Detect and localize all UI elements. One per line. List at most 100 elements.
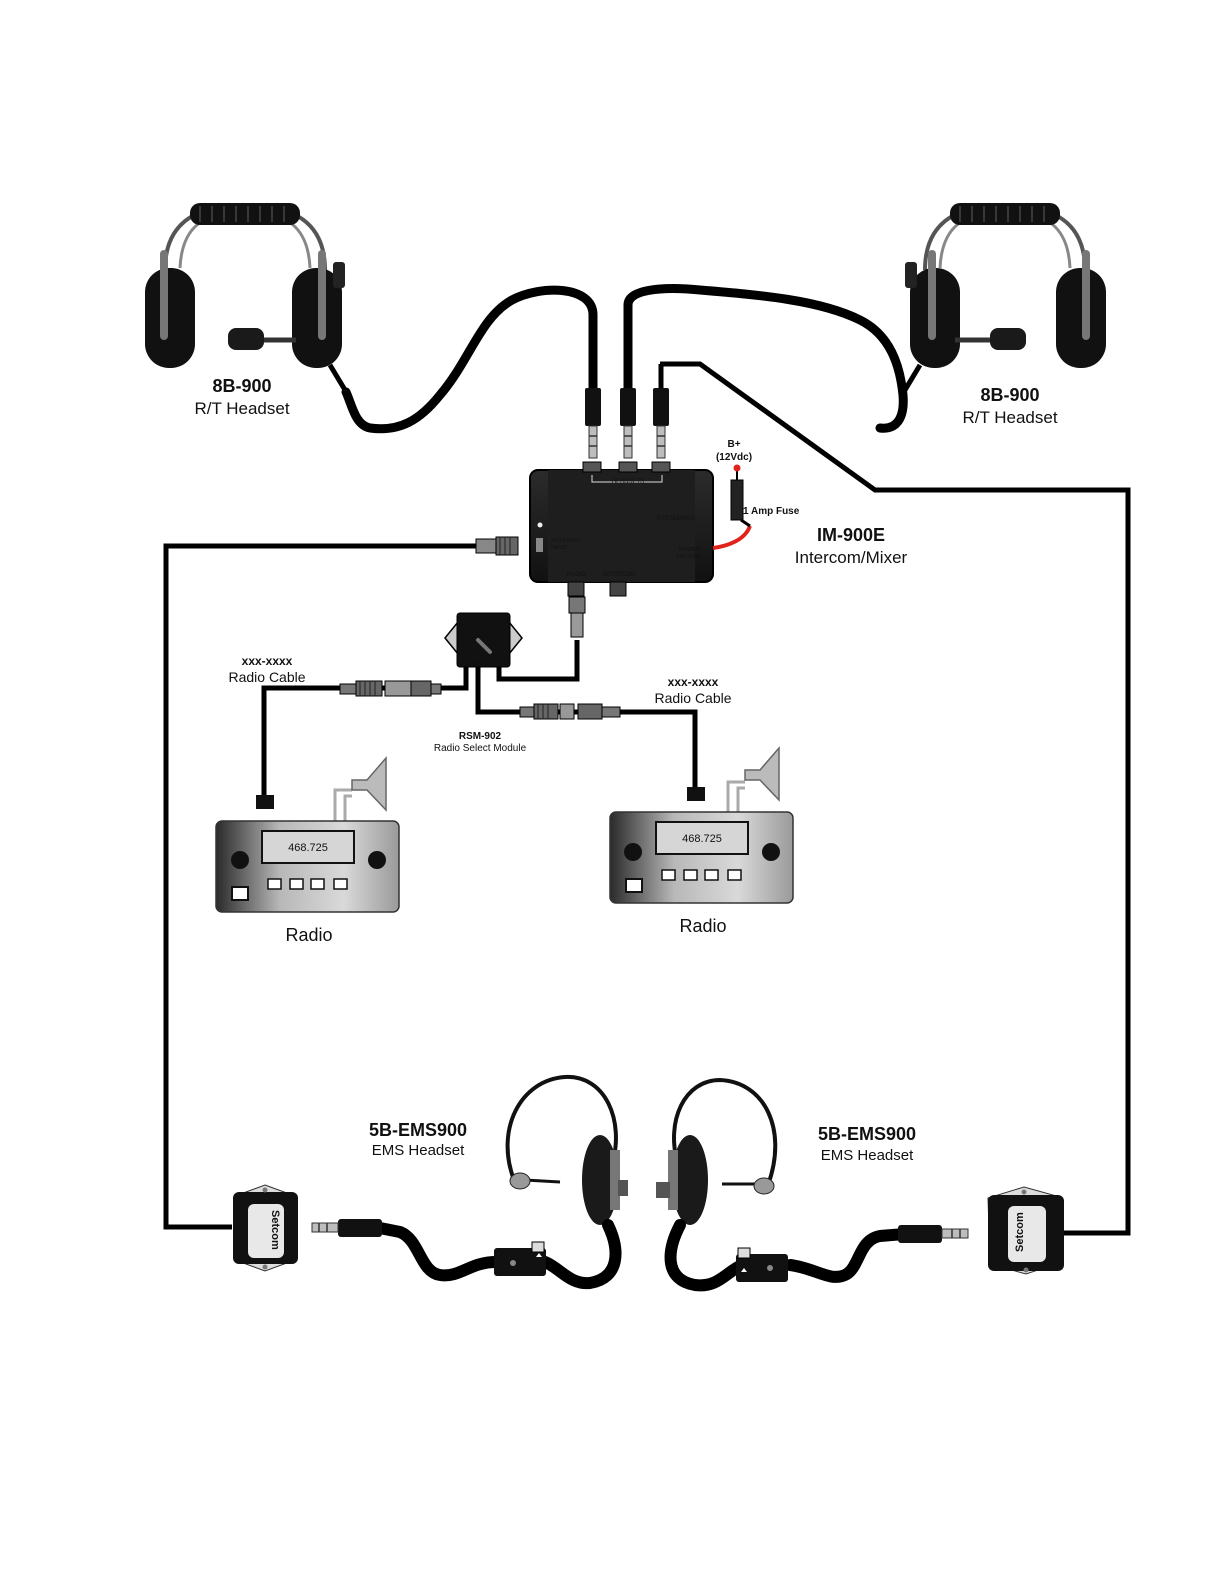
headset-port-3 [651,461,671,473]
bplus-label: B+ [727,439,740,450]
rsm-pos-c: C [495,625,503,637]
radio-right-knob-1 [624,843,642,861]
headset-plugs [341,284,908,459]
rt-headset-left-model: 8B-900 [212,376,271,396]
ems-headset-right-desc: EMS Headset [821,1147,914,1164]
rsm-selector-knob [476,638,492,654]
rt-headset-right-desc: R/T Headset [962,408,1057,427]
radio-cable-left-desc: Radio Cable [228,669,305,685]
rsm-pos-a: A [462,625,470,637]
aux-to-ems-left-wire [163,543,478,1230]
headset-port-1 [582,461,602,473]
panel-power-label-2: 12V, 0.5A [676,554,700,560]
radio-right: 468.725 [609,745,794,904]
radio-port-connector [568,596,586,614]
radio-cable-right-connectors [519,703,621,720]
ems-left-jackbox-brand: Setcom [269,1210,281,1250]
fuse-holder [730,479,744,521]
ems-right-jackbox-brand: Setcom [1014,1212,1026,1252]
aux-switch [536,538,543,552]
power-lead [712,525,752,550]
radio-port [567,581,585,597]
rsm-panel-label: RADIO SELECT [463,660,505,666]
radio-left: 468.725 [215,755,400,913]
ems-right-ptt-switch [736,1247,788,1282]
radio-right-button-2 [683,869,698,881]
intercom-desc-label: Intercom/Mixer [795,548,908,567]
rt-headset-left-desc: R/T Headset [194,399,289,418]
voltage-label: (12Vdc) [716,452,752,463]
panel-intercom-label: INTERCOM [603,572,635,578]
radio-port-plug [570,612,584,638]
panel-radio-label: RADIO [567,572,586,578]
speaker-left-icon [351,755,387,812]
radio-cable-right-desc: Radio Cable [654,690,731,706]
radio-right-power-button [625,878,643,893]
panel-aux-label-2: INPUT [551,545,568,551]
radio-cable-left-part: xxx-xxxx [242,654,293,668]
radio-right-knob-2 [762,843,780,861]
ems-right-jackbox: Setcom [987,1186,1064,1275]
intercom-port [609,581,627,597]
radio-cable-left-connectors [339,680,442,697]
radio-left-button-2 [289,878,304,890]
radio-left-display [261,830,355,864]
radio-left-label: Radio [285,925,332,945]
power-lead-end [740,518,751,528]
aux-input-connector [475,536,519,556]
radio-port-to-rsm-wire [496,640,580,682]
radio-left-power-button [231,886,249,901]
headset-8b900-left-icon [145,202,351,397]
ems-headset-right-model: 5B-EMS900 [818,1124,916,1144]
headset-plug-3 [653,388,669,459]
radio-left-knob-1 [231,851,249,869]
panel-brand-label: SYSTEM900E [657,516,696,522]
radio-right-button-4 [727,869,742,881]
radio-right-button-1 [661,869,676,881]
ems-right-coil-cable [784,1228,911,1283]
radio-right-plug [687,787,705,801]
im-900e-intercom-mixer: HEADSETS SYSTEM900E AUXILIARY INPUT POWE… [475,461,752,638]
radio-right-display [655,821,749,855]
radio-left-knob-2 [368,851,386,869]
headsets-bracket [591,475,663,483]
headset-plug-2 [620,388,636,459]
rt-headset-right-model: 8B-900 [980,385,1039,405]
headset-to-ems-right-wire [660,361,1131,1236]
panel-headsets-label: HEADSETS [612,479,644,485]
ems-headset-left-desc: EMS Headset [372,1142,465,1159]
headset-8b900-right-icon [899,202,1106,397]
headset-plug-1 [585,388,601,459]
headset-right-cable [623,284,908,433]
panel-power-label-1: POWER [679,547,700,553]
ems-right-plug [898,1225,969,1243]
rsm-desc-label: Radio Select Module [434,743,527,754]
radio-left-button-4 [333,878,348,890]
intercom-face [548,470,695,582]
ems-headset-left-icon [505,1074,628,1290]
rsm-model-label: RSM-902 [459,731,502,742]
radio-left-button-1 [267,878,282,890]
radio-right-frequency: 468.725 [682,833,722,845]
intercom-model-label: IM-900E [817,525,885,545]
ems-left-plug [311,1219,382,1237]
radio-left-frequency: 468.725 [288,842,328,854]
ems-left-coil-cable [374,1222,502,1282]
headset-left-cable [341,285,598,434]
radio-cable-right-part: xxx-xxxx [668,675,719,689]
radio-left-plug [256,795,274,809]
ems-headset-left-model: 5B-EMS900 [369,1120,467,1140]
radio-right-label: Radio [679,916,726,936]
rsm-902-radio-select-module: A B C RADIO SELECT [444,612,523,668]
ems-left-jackbox: Setcom [233,1184,298,1272]
panel-aux-label-1: AUXILIARY [551,538,580,544]
ems-left-ptt-switch [494,1241,546,1276]
rsm-pos-b: B [480,617,488,629]
rsm-to-radio-right-wire [475,664,698,787]
ems-headset-right-icon [656,1077,778,1292]
radio-left-button-3 [310,878,325,890]
headset-port-2 [618,461,638,473]
status-led [537,522,543,528]
fuse-label: 1 Amp Fuse [743,506,800,517]
